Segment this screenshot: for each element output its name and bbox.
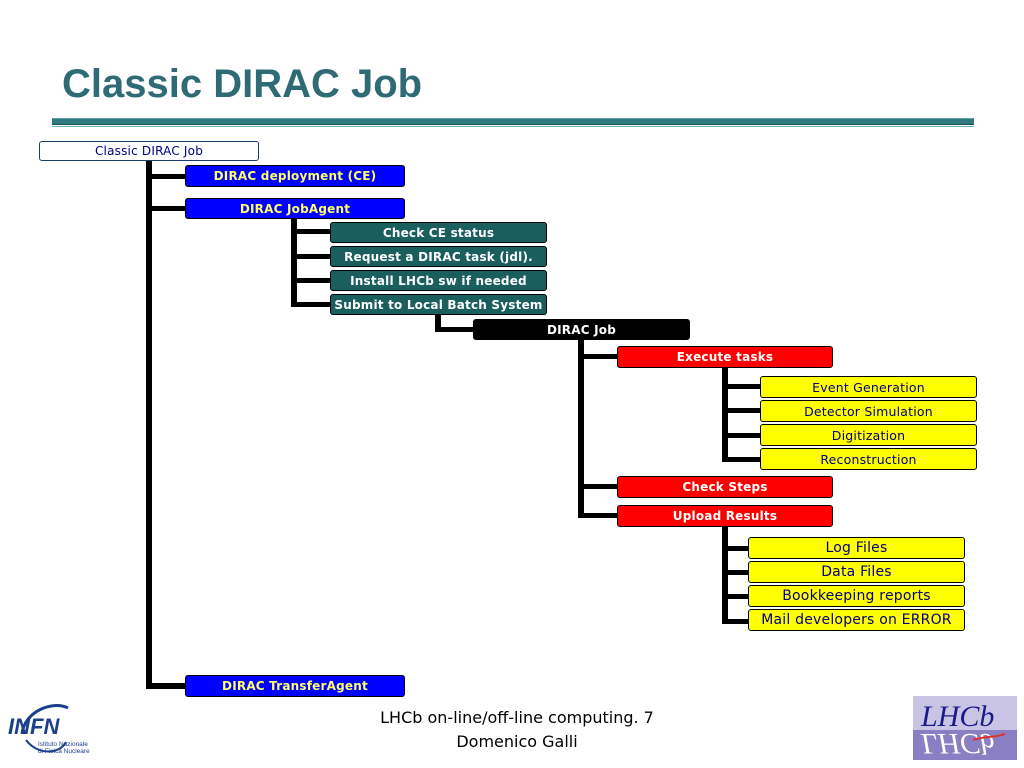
tree-connector	[291, 278, 331, 283]
infn-logo-subtitle-1: Istituto Nazionale	[38, 741, 88, 748]
node-dirac-job: DIRAC Job	[473, 319, 690, 340]
title-rule-highlight	[52, 126, 974, 127]
tree-connector	[146, 160, 152, 689]
tree-connector	[435, 314, 441, 332]
tree-connector	[146, 206, 186, 211]
node-execute-tasks: Execute tasks	[617, 346, 833, 368]
footer-line-1: LHCb on-line/off-line computing. 7	[380, 708, 654, 727]
tree-connector	[146, 174, 186, 179]
node-check-steps: Check Steps	[617, 476, 833, 498]
node-submit-local-batch: Submit to Local Batch System	[330, 294, 547, 315]
node-detector-simulation: Detector Simulation	[760, 400, 977, 422]
tree-connector	[722, 368, 728, 462]
node-reconstruction: Reconstruction	[760, 448, 977, 470]
page-title: Classic DIRAC Job	[62, 62, 423, 106]
lhcb-logo: LHCb LHCb	[913, 696, 1017, 760]
tree-connector	[578, 513, 618, 518]
tree-connector	[722, 433, 762, 438]
lhcb-logo-text: LHCb	[920, 700, 994, 733]
tree-connector	[722, 384, 762, 389]
node-digitization: Digitization	[760, 424, 977, 446]
node-dirac-deployment: DIRAC deployment (CE)	[185, 165, 405, 187]
lhcb-logo-graphic: LHCb LHCb	[913, 696, 1017, 760]
node-install-lhcb-sw: Install LHCb sw if needed	[330, 270, 547, 291]
tree-connector	[291, 229, 331, 234]
node-dirac-transferagent: DIRAC TransferAgent	[185, 675, 405, 697]
infn-logo-text: INFN	[8, 714, 60, 739]
svg-text:LHCb: LHCb	[920, 727, 994, 760]
node-log-files: Log Files	[748, 537, 965, 559]
infn-logo-subtitle-2: di Fisica Nucleare	[38, 748, 90, 755]
tree-connector	[435, 327, 475, 332]
tree-connector	[578, 339, 584, 518]
tree-connector	[722, 408, 762, 413]
node-mail-developers: Mail developers on ERROR	[748, 609, 965, 631]
tree-connector	[722, 457, 762, 462]
tree-connector	[722, 594, 750, 599]
node-upload-results: Upload Results	[617, 505, 833, 527]
footer-line-2: Domenico Galli	[456, 732, 578, 751]
tree-connector	[146, 683, 186, 689]
node-bookkeeping-reports: Bookkeeping reports	[748, 585, 965, 607]
node-dirac-jobagent: DIRAC JobAgent	[185, 198, 405, 219]
tree-connector	[722, 570, 750, 575]
node-event-generation: Event Generation	[760, 376, 977, 398]
tree-connector	[722, 526, 728, 624]
tree-connector	[722, 546, 750, 551]
tree-connector	[291, 218, 297, 307]
infn-logo: INFN Istituto Nazionale di Fisica Nuclea…	[4, 694, 114, 762]
infn-logo-graphic: INFN Istituto Nazionale di Fisica Nuclea…	[8, 704, 90, 755]
footer: LHCb on-line/off-line computing. 7 Domen…	[330, 706, 704, 754]
tree-connector	[291, 302, 331, 307]
node-request-dirac-task: Request a DIRAC task (jdl).	[330, 246, 547, 267]
tree-connector	[578, 484, 618, 489]
title-rule	[52, 118, 974, 125]
tree-connector	[722, 619, 750, 624]
node-check-ce-status: Check CE status	[330, 222, 547, 243]
tree-connector	[291, 254, 331, 259]
tree-connector	[578, 354, 618, 359]
node-data-files: Data Files	[748, 561, 965, 583]
node-classic-dirac-job: Classic DIRAC Job	[39, 141, 259, 161]
